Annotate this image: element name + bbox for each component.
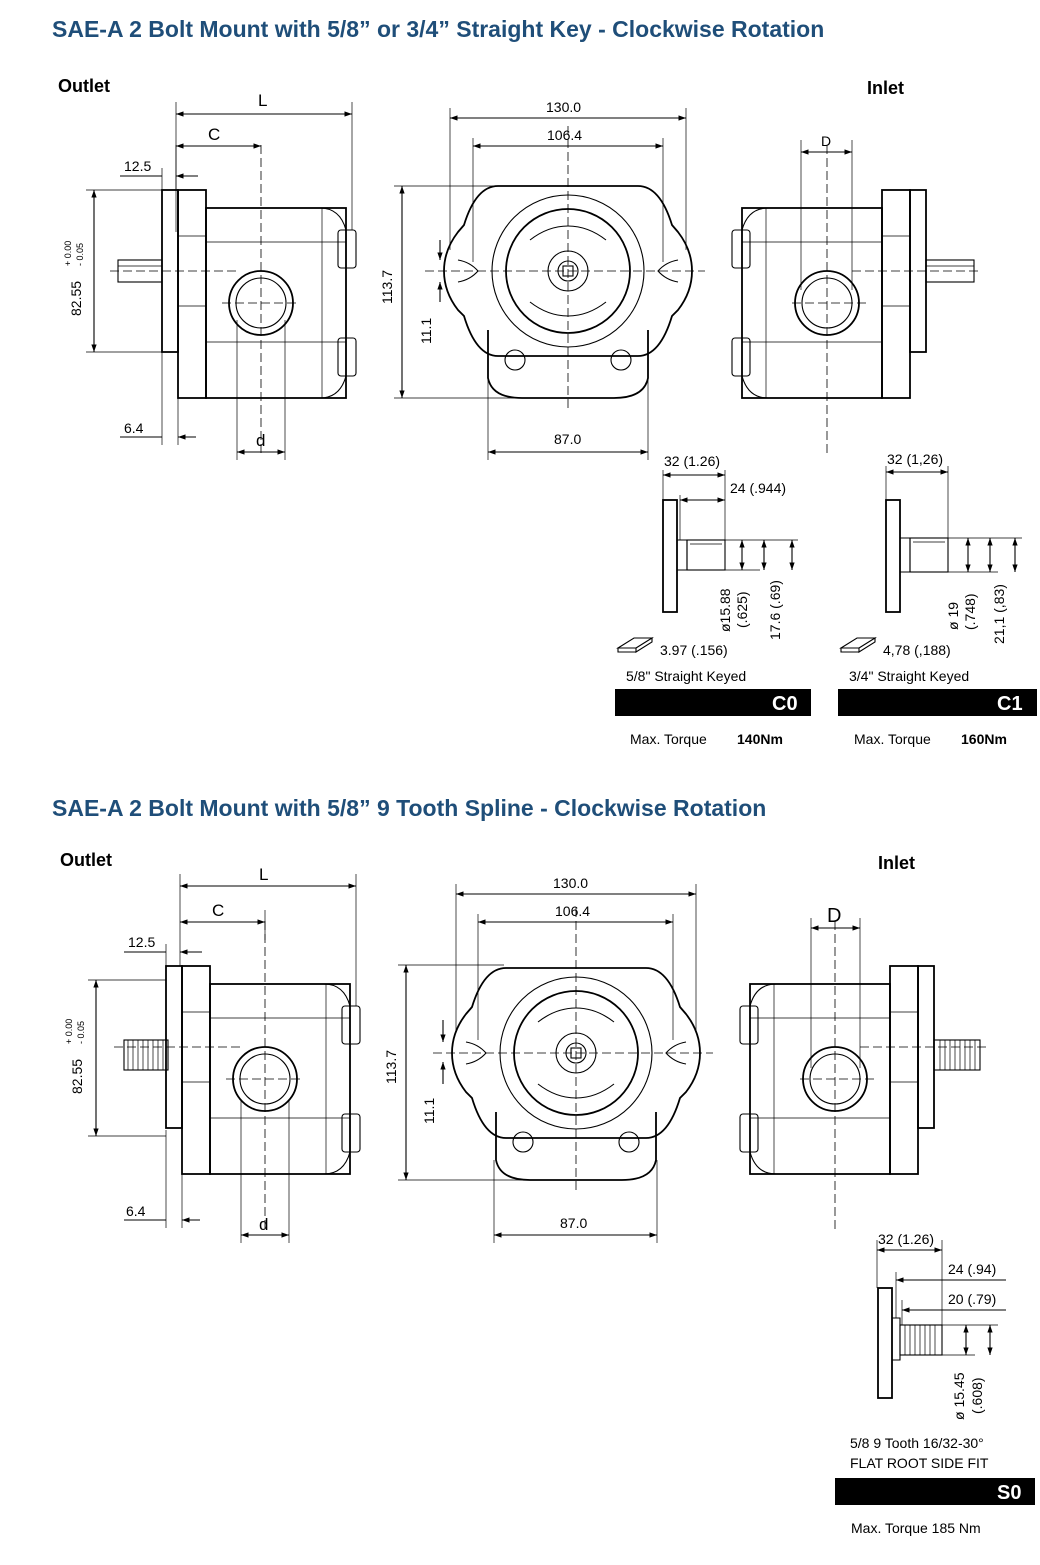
outlet-view-spline: L C 12.5 82.55 + 0.00 - 0.05 6.4 d xyxy=(64,865,361,1243)
s0-torque: Max. Torque 185 Nm xyxy=(851,1520,981,1536)
c1-code-bar xyxy=(838,689,1037,716)
s0-code-bar xyxy=(835,1478,1035,1505)
s0-spline-length: 24 (.94) xyxy=(948,1261,996,1277)
s0-description-2: FLAT ROOT SIDE FIT xyxy=(850,1455,989,1471)
c0-key-length: 24 (.944) xyxy=(730,480,786,496)
dim-width-outer: 130.0 xyxy=(553,875,588,891)
dim-C: C xyxy=(208,125,220,144)
shaft-detail-c1: 32 (1,26) ø 19 (.748) 21,1 (,83) 4,78 (,… xyxy=(838,451,1037,747)
c0-code-bar xyxy=(615,689,811,716)
dim-D: D xyxy=(821,133,831,149)
dim-tol-plus: + 0.00 xyxy=(63,241,73,266)
front-view: 130.0 106.4 113.7 11.1 87.0 xyxy=(379,99,706,460)
inlet-label: Inlet xyxy=(867,78,904,98)
c1-shaft-length: 32 (1,26) xyxy=(887,451,943,467)
key-icon xyxy=(616,637,654,653)
dim-base: 87.0 xyxy=(554,431,581,447)
c1-key-height: 21,1 (,83) xyxy=(991,584,1007,644)
dim-tol-minus: - 0.05 xyxy=(75,243,85,266)
c0-torque-label: Max. Torque xyxy=(630,731,707,747)
c0-description: 5/8" Straight Keyed xyxy=(626,668,746,684)
c0-diameter-in: (.625) xyxy=(734,591,750,628)
c0-shaft-length: 32 (1.26) xyxy=(664,453,720,469)
c1-description: 3/4" Straight Keyed xyxy=(849,668,969,684)
c0-torque-value: 140Nm xyxy=(737,731,783,747)
c0-key-size: 3.97 (.156) xyxy=(660,642,728,658)
dim-d: d xyxy=(259,1215,268,1234)
c1-code: C1 xyxy=(997,693,1023,715)
dim-height: 113.7 xyxy=(379,270,395,304)
s0-code: S0 xyxy=(997,1482,1021,1504)
c0-key-height: 17.6 (.69) xyxy=(767,580,783,640)
dim-height: 113.7 xyxy=(383,1050,399,1084)
front-view-spline: 130.0 106.4 113.7 11.1 87.0 xyxy=(383,875,714,1243)
dim-width-outer: 130.0 xyxy=(546,99,581,115)
c1-torque-value: 160Nm xyxy=(961,731,1007,747)
dim-L: L xyxy=(258,91,267,110)
dim-flange-offset: 12.5 xyxy=(124,158,151,174)
section-title-straight-key: SAE-A 2 Bolt Mount with 5/8” or 3/4” Str… xyxy=(52,16,825,42)
section-2-drawings: Outlet Inlet L C 12.5 82.55 + 0.00 - 0.0… xyxy=(60,850,1035,1536)
dim-L: L xyxy=(259,865,268,884)
shaft-detail-s0: 32 (1.26) 24 (.94) 20 (.79) ø 15.45 (.60… xyxy=(835,1231,1035,1536)
key-icon xyxy=(839,637,877,653)
outlet-label: Outlet xyxy=(60,850,112,870)
section-title-spline: SAE-A 2 Bolt Mount with 5/8” 9 Tooth Spl… xyxy=(52,795,767,821)
dim-center: 11.1 xyxy=(418,318,434,344)
outlet-view: L C 12.5 82.55 + 0.00 - 0.05 6.4 d xyxy=(63,91,357,460)
c1-key-size: 4,78 (,188) xyxy=(883,642,951,658)
c1-diameter-in: (.748) xyxy=(962,593,978,630)
dim-shaft-dia: 82.55 xyxy=(68,281,84,316)
shaft-detail-c0: 32 (1.26) 24 (.944) ø15.88 (.625) 17.6 (… xyxy=(615,453,811,747)
dim-center: 11.1 xyxy=(421,1098,437,1124)
section-1-drawings: Outlet Inlet L C 12.5 82.55 + 0.00 - 0.0… xyxy=(58,76,1037,747)
dim-shaft-dia: 82.55 xyxy=(69,1059,85,1094)
dim-step: 6.4 xyxy=(126,1203,146,1219)
c0-diameter: ø15.88 xyxy=(717,588,733,632)
c1-torque-label: Max. Torque xyxy=(854,731,931,747)
dim-C: C xyxy=(212,901,224,920)
inlet-label: Inlet xyxy=(878,853,915,873)
dim-tol-plus: + 0.00 xyxy=(64,1019,74,1044)
c1-diameter: ø 19 xyxy=(945,602,961,630)
s0-diameter: ø 15.45 xyxy=(951,1372,967,1420)
dim-width-bolt: 106.4 xyxy=(555,903,590,919)
inlet-view-spline: D xyxy=(739,905,987,1232)
s0-diameter-in: (.608) xyxy=(969,1377,985,1414)
dim-flange-offset: 12.5 xyxy=(128,934,155,950)
c0-code: C0 xyxy=(772,693,798,715)
s0-description-1: 5/8 9 Tooth 16/32-30° xyxy=(850,1435,984,1451)
dim-width-bolt: 106.4 xyxy=(547,127,582,143)
dim-step: 6.4 xyxy=(124,420,144,436)
s0-inner-length: 20 (.79) xyxy=(948,1291,996,1307)
inlet-view: D xyxy=(731,133,979,456)
dim-d: d xyxy=(256,431,265,450)
dim-D: D xyxy=(827,905,841,927)
dim-base: 87.0 xyxy=(560,1215,587,1231)
dim-tol-minus: - 0.05 xyxy=(76,1021,86,1044)
s0-shaft-length: 32 (1.26) xyxy=(878,1231,934,1247)
outlet-label: Outlet xyxy=(58,76,110,96)
